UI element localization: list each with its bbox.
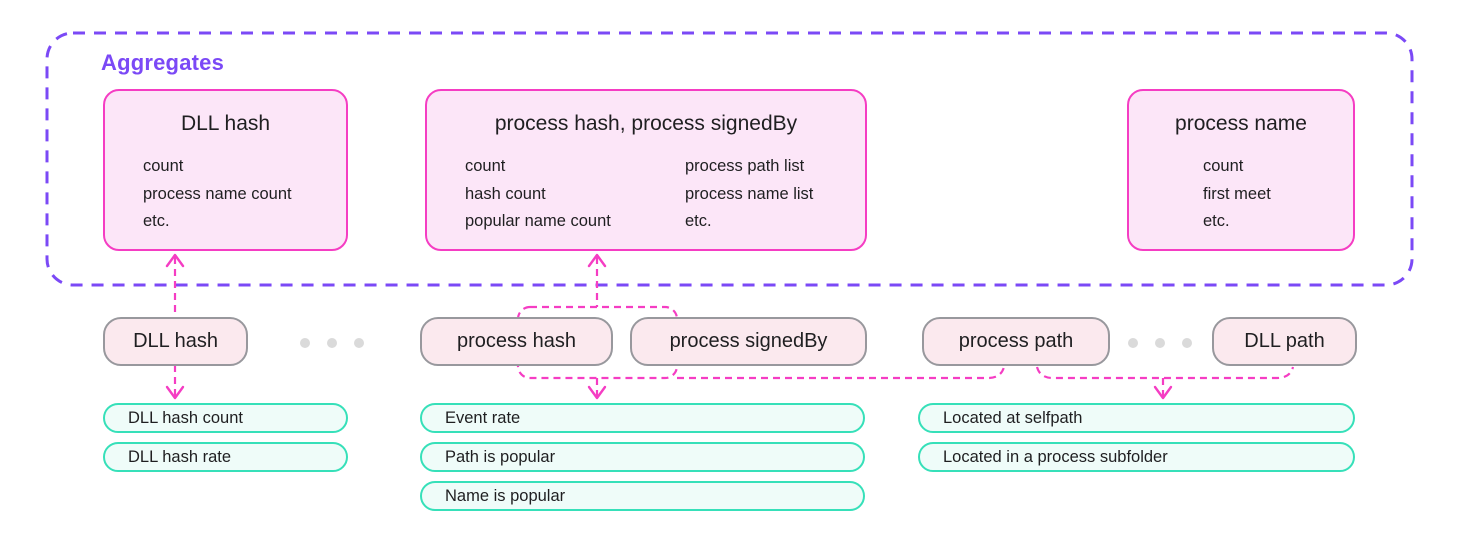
aggregate-title: process name xyxy=(1175,112,1307,135)
arrow-dll-hash-up xyxy=(165,253,185,268)
detect-name-is-popular: Name is popular xyxy=(420,481,865,511)
aggregate-box-dll-hash: DLL hash count process name count etc. xyxy=(103,89,348,251)
aggregate-item: process name count xyxy=(143,184,292,203)
pill-process-path: process path xyxy=(922,317,1110,366)
aggregate-box-process-name: process name count first meet etc. xyxy=(1127,89,1355,251)
arrow-group-up xyxy=(587,253,607,268)
aggregate-item: count xyxy=(143,157,184,175)
aggregate-item: etc. xyxy=(143,212,170,230)
pill-process-signedby: process signedBy xyxy=(630,317,867,366)
connector-process-path-to-dll-path xyxy=(1035,366,1295,380)
aggregate-item: etc. xyxy=(1203,212,1230,230)
detect-dll-hash-rate: DLL hash rate xyxy=(103,442,348,472)
pill-process-hash: process hash xyxy=(420,317,613,366)
aggregate-item: count xyxy=(1203,157,1244,175)
pill-dll-hash: DLL hash xyxy=(103,317,248,366)
arrow-path-group-down xyxy=(1153,385,1173,400)
pill-dll-path: DLL path xyxy=(1212,317,1357,366)
ellipsis-dots-left xyxy=(300,338,364,348)
aggregate-item: process path list xyxy=(685,157,805,175)
aggregate-box-process-hash-signedby: process hash, process signedBy count has… xyxy=(425,89,867,251)
dot xyxy=(300,338,310,348)
aggregates-container-outline xyxy=(45,31,1414,287)
aggregate-items-col1: count hash count popular name count xyxy=(465,153,611,236)
aggregate-items: count process name count etc. xyxy=(143,153,292,236)
detect-event-rate: Event rate xyxy=(420,403,865,433)
detect-dll-hash-count: DLL hash count xyxy=(103,403,348,433)
aggregate-items: count first meet etc. xyxy=(1203,153,1271,236)
arrow-dll-hash-down xyxy=(165,385,185,400)
aggregate-item: process name list xyxy=(685,184,814,203)
aggregate-items-col2: process path list process name list etc. xyxy=(685,153,813,236)
dot xyxy=(1155,338,1165,348)
dot xyxy=(354,338,364,348)
aggregate-item: count xyxy=(465,157,506,175)
aggregate-item: etc. xyxy=(685,212,712,230)
dot xyxy=(1128,338,1138,348)
connector-group-to-process-path xyxy=(677,366,1006,380)
aggregate-item: first meet xyxy=(1203,184,1271,203)
aggregate-item: hash count xyxy=(465,184,546,203)
aggregate-title: DLL hash xyxy=(180,112,271,135)
detect-path-is-popular: Path is popular xyxy=(420,442,865,472)
ellipsis-dots-right xyxy=(1128,338,1192,348)
dot xyxy=(1182,338,1192,348)
aggregate-item: popular name count xyxy=(465,212,611,230)
aggregates-label: Aggregates xyxy=(101,50,225,75)
arrow-group-down xyxy=(587,385,607,400)
aggregate-title: process hash, process signedBy xyxy=(494,112,798,135)
detect-located-at-selfpath: Located at selfpath xyxy=(918,403,1355,433)
detect-located-in-process-subfolder: Located in a process subfolder xyxy=(918,442,1355,472)
dot xyxy=(327,338,337,348)
